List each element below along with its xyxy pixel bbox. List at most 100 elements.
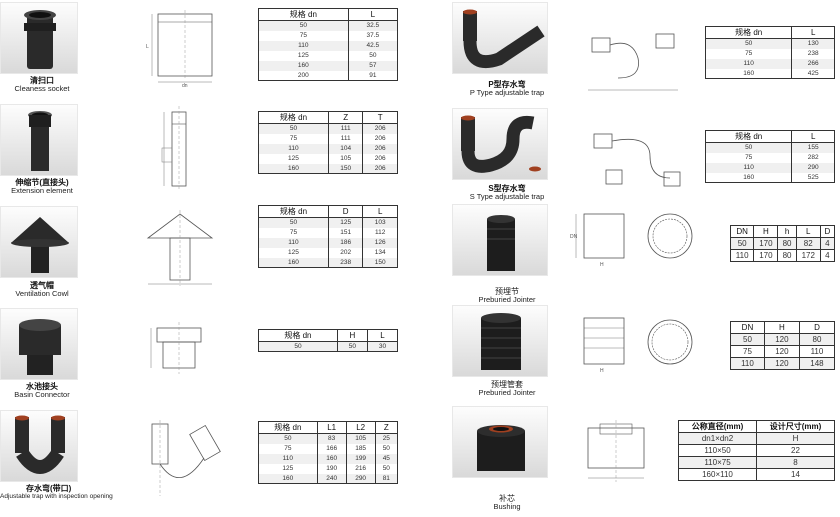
table-header-cell: L: [791, 26, 835, 39]
basin-connector-photo: [0, 308, 78, 380]
table-header-cell: Z: [327, 111, 364, 124]
table-cell: 83: [316, 433, 347, 444]
table-cell: 110: [704, 162, 793, 173]
extension-pipe-image: [28, 111, 52, 171]
table-header-cell: 规格 dn: [704, 130, 793, 143]
table-cell: 160: [258, 60, 349, 71]
s-trap-drawing: [593, 133, 681, 187]
product-name-cn: 水池接头: [26, 382, 58, 391]
table-cell: 75: [258, 30, 349, 41]
table-header-cell: D: [327, 205, 364, 218]
dim-label-dn: dn: [182, 83, 188, 88]
table-cell: 4: [819, 237, 836, 250]
table-cell: 120: [763, 333, 800, 346]
table-cell: 112: [362, 227, 398, 238]
table-cell: 125: [258, 463, 318, 474]
table-cell: 202: [327, 247, 364, 258]
table-cell: 8: [756, 456, 835, 469]
table-cell: 32.5: [347, 20, 399, 31]
table-cell: 110: [258, 40, 349, 51]
table-header-cell: 规格 dn: [258, 421, 318, 434]
preburied-sleeve-photo: [452, 305, 548, 377]
table-cell: 160: [316, 453, 347, 464]
ventilation-cowl-caption: 透气帽 Ventilation Cowl: [0, 281, 84, 299]
basin-connector-image: [19, 319, 61, 375]
table-cell: 91: [347, 70, 399, 81]
table-row: 公称直径(mm)设计尺寸(mm): [678, 420, 835, 433]
table-header-cell: 设计尺寸(mm): [756, 420, 835, 433]
table-cell: 148: [798, 357, 836, 370]
preburied-jointer-photo: [452, 204, 548, 276]
table-cell: 75: [704, 152, 793, 163]
table-cell: 238: [327, 257, 364, 268]
table-header-cell: 规格 dn: [258, 205, 329, 218]
table-header-cell: L2: [345, 421, 376, 434]
table-header-cell: Z: [374, 421, 399, 434]
table-cell: 57: [347, 60, 399, 71]
product-name-cn: S型存水弯: [488, 184, 526, 193]
table-cell: 110: [704, 58, 793, 69]
table-cell: 206: [362, 163, 398, 174]
table-cell: 160: [258, 163, 329, 174]
table-header-cell: D: [819, 225, 836, 238]
table-cell: 240: [316, 473, 347, 484]
preburied-jointer-image: [487, 215, 515, 271]
table-cell: 125: [258, 247, 329, 258]
product-name-en: Extension element: [11, 186, 73, 196]
table-cell: 25: [374, 433, 399, 444]
table-cell: 134: [362, 247, 398, 258]
table-cell: 160: [258, 473, 318, 484]
table-cell: 238: [791, 48, 835, 59]
table-cell: 75: [730, 345, 765, 358]
table-header-cell: L: [362, 205, 398, 218]
extension-element-photo: [0, 104, 78, 176]
table-header-cell: 规格 dn: [258, 329, 338, 342]
table-cell: 155: [791, 142, 835, 153]
preburied-sleeve-caption: 预埋管套 Preburied Jointer: [452, 380, 562, 398]
table-cell: 110: [258, 237, 329, 248]
table-cell: 50: [374, 463, 399, 474]
table-cell: 199: [345, 453, 376, 464]
product-name-en: P Type adjustable trap: [469, 88, 545, 98]
p-trap-image: [463, 9, 545, 69]
product-name-en: S Type adjustable trap: [469, 192, 545, 202]
table-cell: 37.5: [347, 30, 399, 41]
table-cell: 110: [798, 345, 836, 358]
table-header-cell: L: [791, 130, 835, 143]
trap-opening-photo: [0, 410, 78, 482]
table-cell: 105: [327, 153, 364, 164]
table-cell: 216: [345, 463, 376, 474]
p-trap-drawing: [588, 33, 678, 91]
table-cell: 290: [791, 162, 835, 173]
table-cell: 150: [327, 163, 364, 174]
table-cell: 206: [362, 133, 398, 144]
table-cell: 120: [763, 357, 800, 370]
table-cell: 125: [258, 153, 329, 164]
product-name-en: Adjustable trap with inspection opening: [0, 493, 113, 501]
table-cell: 111: [327, 133, 364, 144]
table-cell: 186: [327, 237, 364, 248]
p-trap-photo: [452, 2, 548, 74]
table-header-cell: H: [336, 329, 368, 342]
table-cell: 22: [756, 444, 835, 457]
table-cell: 45: [374, 453, 399, 464]
product-name-en: Basin Connector: [14, 390, 70, 400]
